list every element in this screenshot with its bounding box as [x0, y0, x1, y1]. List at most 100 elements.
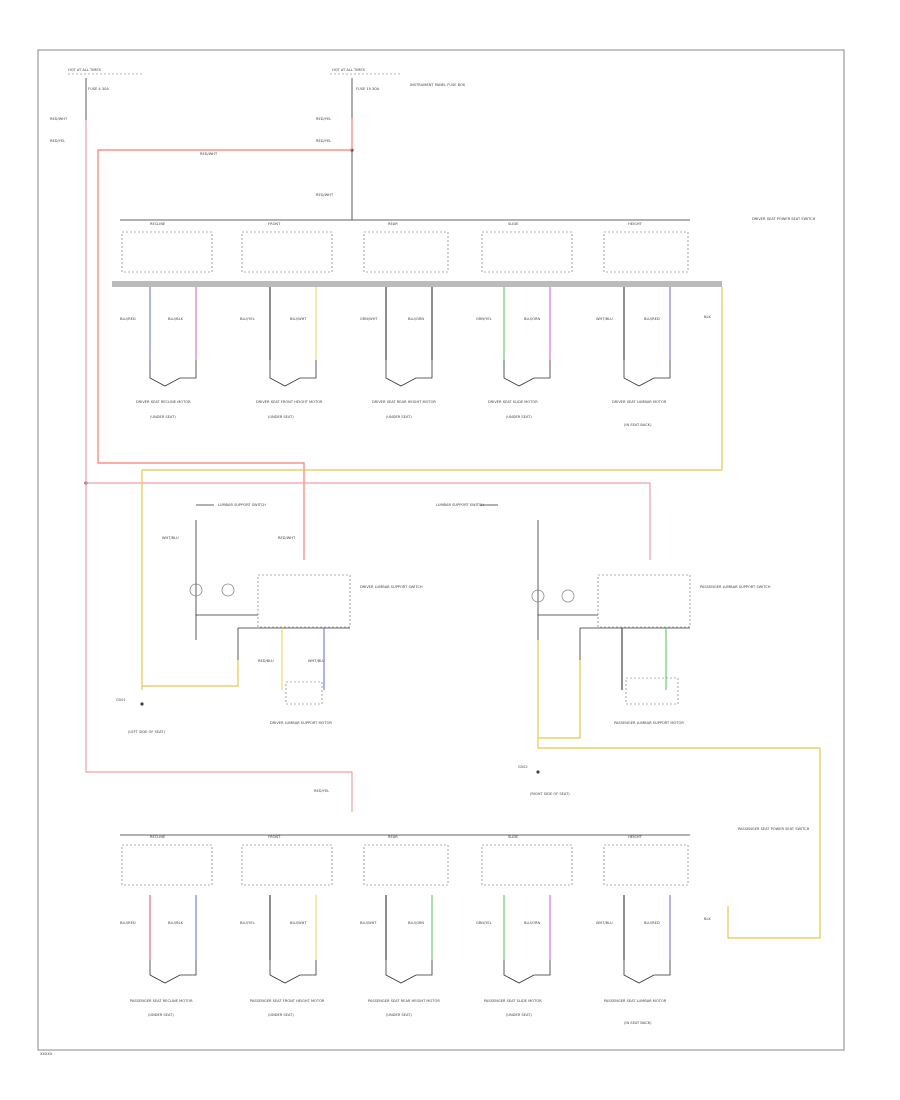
mid-wire-c: RED/BLU: [258, 659, 274, 663]
top-motor-4-sub: (UNDER SEAT): [506, 415, 532, 419]
right-ground-label: G502: [518, 765, 528, 769]
top-switch-5: HEIGHT: [603, 222, 689, 273]
bottom-tab-4: SLIDE: [508, 835, 519, 839]
top-ground-label: BLK: [704, 315, 711, 319]
diagram-frame: [37, 49, 845, 1051]
mid-wire-d: WHT/BLU: [308, 659, 325, 663]
bottom-motor-5-sub: (IN SEAT BACK): [624, 1021, 652, 1025]
bottom-motor-5-label: PASSENGER SEAT LUMBAR MOTOR: [604, 999, 667, 1003]
top-motor-5-label: DRIVER SEAT LUMBAR MOTOR: [612, 400, 667, 404]
feed-wire-red: [97, 118, 353, 560]
wire-label-left2: RED/YEL: [50, 139, 65, 143]
top-motor-3-label: DRIVER SEAT REAR HEIGHT MOTOR: [372, 400, 436, 404]
bottom-motor-3-sub: (UNDER SEAT): [386, 1013, 412, 1017]
bottom-motor-3: BLU/WHT BLU/GRN PASSENGER SEAT REAR HEIG…: [360, 895, 440, 1017]
bottom-motor-1-w1: BLU/RED: [120, 921, 136, 925]
top-motor-5-sub: (IN SEAT BACK): [624, 423, 652, 427]
top-switch-2: FRONT: [241, 222, 333, 273]
bottom-motor-5-w1: WHT/BLU: [596, 921, 613, 925]
top-switch-4: SLIDE: [481, 222, 573, 273]
top-motor-4-label: DRIVER SEAT SLIDE MOTOR: [488, 400, 538, 404]
top-switch-bar: [112, 281, 722, 287]
bottom-tab-2: FRONT: [268, 835, 281, 839]
bottom-motor-4-w2: BLU/ORN: [524, 921, 540, 925]
mid-wire-b: RED/WHT: [278, 536, 296, 540]
feed-wire-pink: [85, 120, 353, 812]
right-indicator-lamp: [531, 589, 545, 603]
wire-label-right2: RED/YEL: [316, 139, 331, 143]
bottom-motor-3-label: PASSENGER SEAT REAR HEIGHT MOTOR: [368, 999, 440, 1003]
left-ground-label: G501: [116, 698, 126, 702]
left-ground-note: (LEFT SIDE OF SEAT): [128, 730, 166, 734]
bottom-motor-2-w1: BLU/YEL: [240, 921, 255, 925]
top-motor-3-sub: (UNDER SEAT): [386, 415, 412, 419]
top-motor-2-label: DRIVER SEAT FRONT HEIGHT MOTOR: [256, 400, 323, 404]
bottom-tab-3: REAR: [388, 835, 398, 839]
left-indicator-lamp: [189, 583, 203, 597]
top-switch-3: REAR: [363, 222, 449, 273]
top-motor-1: BLU/RED BLU/BLK DRIVER SEAT RECLINE MOTO…: [120, 287, 197, 419]
wire-label-left: RED/WHT: [50, 117, 68, 121]
fuse-right: FUSE 15 30A: [356, 87, 380, 91]
bottom-motor-2-sub: (UNDER SEAT): [268, 1013, 294, 1017]
top-motor-2-w1: BLU/YEL: [240, 317, 255, 321]
top-motor-5-w1: WHT/BLU: [596, 317, 613, 321]
top-motor-5: WHT/BLU BLU/RED DRIVER SEAT LUMBAR MOTOR…: [596, 287, 671, 427]
bottom-motor-2: BLU/YEL BLU/WHT PASSENGER SEAT FRONT HEI…: [240, 895, 325, 1017]
bottom-motor-2-label: PASSENGER SEAT FRONT HEIGHT MOTOR: [250, 999, 325, 1003]
top-tab-4: SLIDE: [508, 222, 519, 226]
bottom-tab-5: HEIGHT: [628, 835, 643, 839]
driver-seat-switch-section: DRIVER SEAT POWER SEAT SWITCH BLK RECLIN…: [112, 217, 816, 690]
bottom-motor-2-w2: BLU/WHT: [290, 921, 307, 925]
feed-wire-pink-2: [86, 482, 651, 560]
top-switch-label: DRIVER SEAT POWER SEAT SWITCH: [752, 217, 816, 221]
right-ground-note: (RIGHT SIDE OF SEAT): [530, 792, 570, 796]
top-motor-4-w2: BLU/ORN: [524, 317, 540, 321]
bottom-motor-4-label: PASSENGER SEAT SLIDE MOTOR: [484, 999, 542, 1003]
lumbar-section: LUMBAR SUPPORT SWITCH WHT/BLU RED/WHT DR…: [116, 503, 821, 939]
fuse-left: FUSE 4 30A: [88, 87, 109, 91]
left-lumbar-switch: [257, 574, 351, 628]
top-switch-1: RECLINE: [121, 222, 213, 273]
left-lumbar-motor: [285, 681, 323, 705]
top-motor-5-w2: BLU/RED: [644, 317, 660, 321]
top-tab-2: FRONT: [268, 222, 281, 226]
right-lumbar-switch: [597, 574, 691, 628]
mid-wire-a: WHT/BLU: [162, 536, 179, 540]
left-indicator-label: LUMBAR SUPPORT SWITCH: [218, 503, 266, 507]
bottom-switch-3: [363, 844, 449, 886]
bottom-motor-5: WHT/BLU BLU/RED PASSENGER SEAT LUMBAR MO…: [596, 895, 671, 1025]
power-label-right: HOT AT ALL TIMES: [332, 68, 366, 72]
right-motor-label: PASSENGER LUMBAR SUPPORT MOTOR: [614, 721, 684, 725]
bottom-tab-1: RECLINE: [150, 835, 166, 839]
power-label-left: HOT AT ALL TIMES: [68, 68, 102, 72]
right-switch-label: PASSENGER LUMBAR SUPPORT SWITCH: [700, 585, 771, 589]
bottom-switch-4: [481, 844, 573, 886]
bottom-ground-label: BLK: [704, 917, 711, 921]
right-indicator-label: LUMBAR SUPPORT SWITCH: [436, 503, 484, 507]
splice-top-label: RED/WHT: [200, 152, 218, 156]
bottom-motor-1-label: PASSENGER SEAT RECLINE MOTOR: [130, 999, 193, 1003]
diagram-id: XXXXX: [40, 1052, 53, 1056]
bottom-splice-label: RED/YEL: [314, 789, 329, 793]
left-motor-label: DRIVER LUMBAR SUPPORT MOTOR: [270, 721, 332, 725]
top-motor-4: GRN/YEL BLU/ORN DRIVER SEAT SLIDE MOTOR …: [476, 287, 551, 419]
top-motor-3-w2: BLU/GRN: [408, 317, 424, 321]
bottom-switch-1: [121, 844, 213, 886]
top-motor-1-label: DRIVER SEAT RECLINE MOTOR: [136, 400, 191, 404]
bottom-motor-1-sub: (UNDER SEAT): [148, 1013, 174, 1017]
bottom-motor-4-w1: GRN/YEL: [476, 921, 492, 925]
splice-mid-label: RED/WHT: [316, 193, 334, 197]
top-motor-2: BLU/YEL BLU/WHT DRIVER SEAT FRONT HEIGHT…: [240, 287, 323, 419]
bottom-motor-3-w1: BLU/WHT: [360, 921, 377, 925]
wire-label-right: RED/YEL: [316, 117, 331, 121]
passenger-seat-switch-section: RED/YEL PASSENGER SEAT POWER SEAT SWITCH…: [120, 789, 810, 1025]
top-motor-1-w2: BLU/BLK: [168, 317, 184, 321]
top-tab-1: RECLINE: [150, 222, 166, 226]
bottom-motor-1-w2: BLU/BLK: [168, 921, 184, 925]
top-motor-4-w1: GRN/YEL: [476, 317, 492, 321]
bottom-switch-5: [603, 844, 689, 886]
fuse-note: INSTRUMENT PANEL FUSE BOX: [410, 83, 466, 87]
bottom-switch-label: PASSENGER SEAT POWER SEAT SWITCH: [738, 827, 810, 831]
